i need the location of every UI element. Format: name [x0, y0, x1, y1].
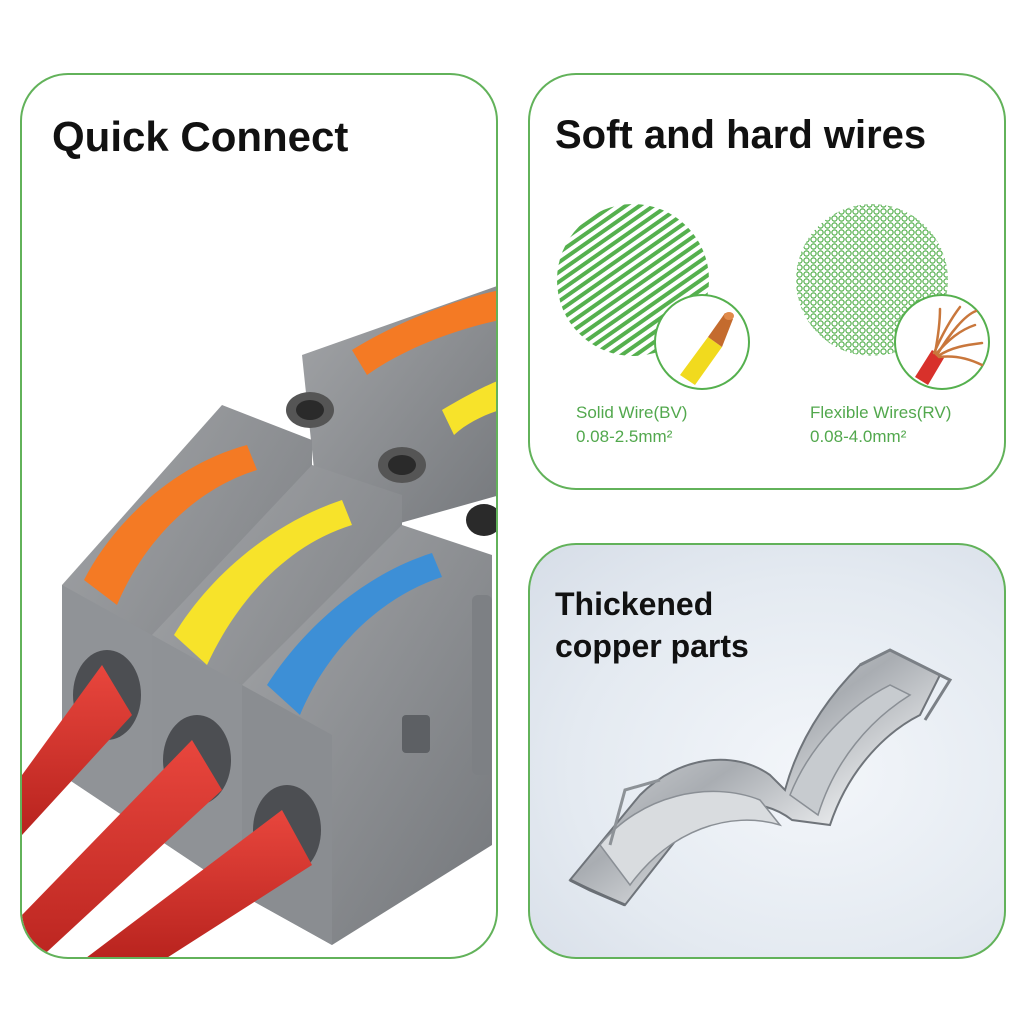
quick-connect-panel: Quick Connect — [20, 73, 498, 959]
flexible-wire-range: 0.08-4.0mm² — [810, 427, 907, 446]
red-wires — [22, 650, 321, 957]
solid-wire-label: Solid Wire(BV) 0.08-2.5mm² — [576, 401, 687, 449]
quick-connect-title: Quick Connect — [52, 113, 349, 160]
connector-illustration — [22, 286, 496, 957]
solid-wire-icon — [557, 204, 750, 390]
copper-title-line2: copper parts — [555, 628, 749, 664]
copper-parts-title: Thickened copper parts — [555, 583, 855, 667]
flexible-wire-label: Flexible Wires(RV) 0.08-4.0mm² — [810, 401, 951, 449]
copper-clip-illustration — [568, 648, 953, 907]
copper-title-line1: Thickened — [555, 586, 714, 622]
solid-wire-name: Solid Wire(BV) — [576, 403, 688, 422]
wire-types-panel: Soft and hard wires Solid Wire(BV) 0.08-… — [528, 73, 1006, 490]
copper-parts-panel: Thickened copper parts — [528, 543, 1006, 959]
flexible-wire-name: Flexible Wires(RV) — [810, 403, 952, 422]
wire-types-title: Soft and hard wires — [555, 113, 927, 157]
solid-wire-range: 0.08-2.5mm² — [576, 427, 673, 446]
flexible-wire-icon — [796, 204, 990, 390]
